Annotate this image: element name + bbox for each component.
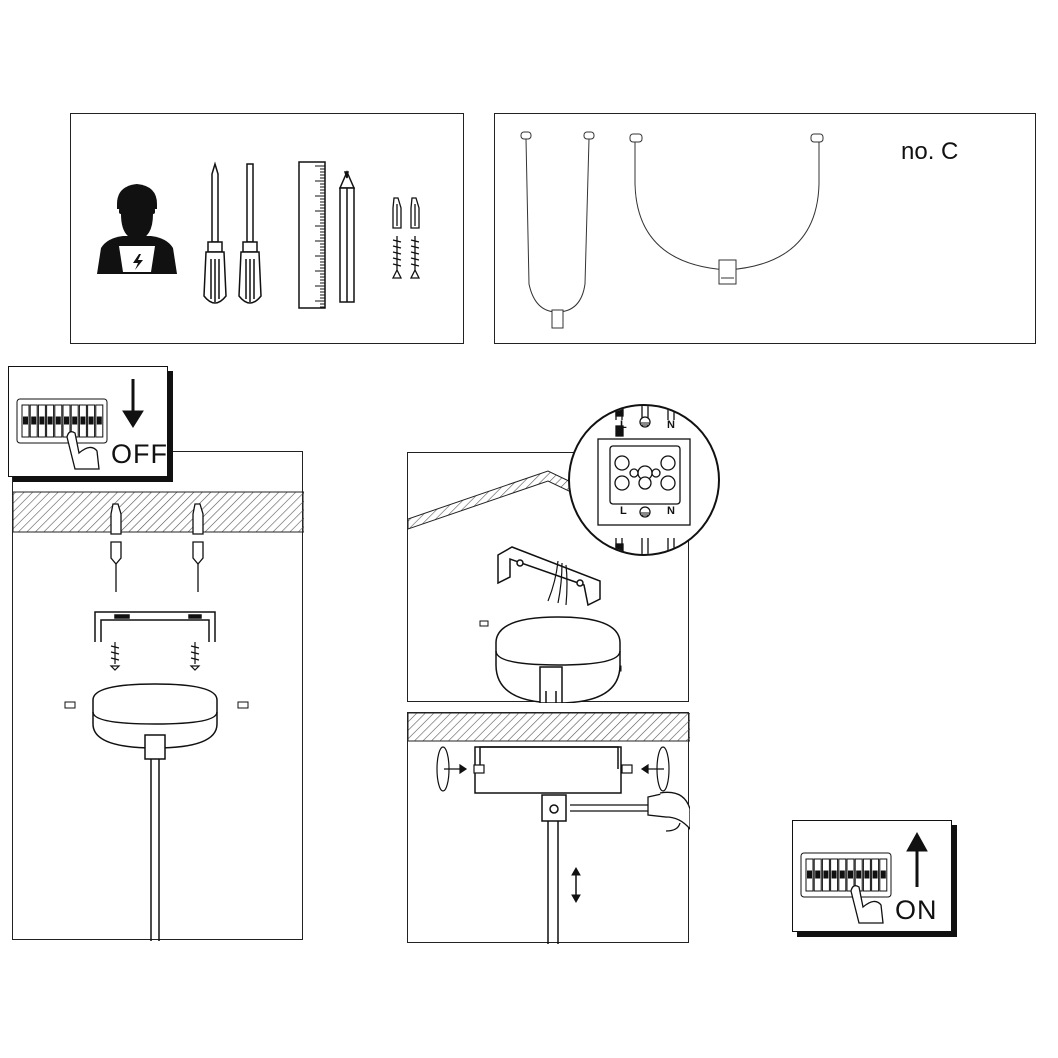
screwdriver-icon (570, 791, 690, 832)
terminal-top-label-neutral: N (667, 419, 675, 431)
pencil-icon (338, 170, 356, 303)
circuit-breaker-icon (16, 379, 144, 470)
screwdriver-icon (203, 161, 227, 304)
model-label: no. C (901, 138, 959, 165)
arrow-down-icon (122, 379, 144, 428)
side-screw-icon (64, 701, 249, 709)
power-off-badge: OFF (8, 366, 168, 477)
rotate-screw-icon (436, 746, 670, 792)
ruler-icon (298, 161, 326, 309)
height-adjust-icon (571, 866, 581, 904)
ceiling (408, 470, 574, 530)
mounting-bracket (94, 611, 216, 642)
electrician-icon (97, 184, 177, 274)
ceiling-canopy (474, 746, 622, 944)
screw-icon (391, 236, 421, 279)
mounting-illustration (13, 491, 304, 941)
arrow-up-icon (906, 831, 928, 887)
terminal-bottom-label-live: L (620, 505, 627, 517)
mounting-bracket (497, 546, 601, 607)
large-pendant-icon (629, 133, 824, 285)
ceiling-canopy (495, 616, 621, 703)
tools-illustration (97, 161, 421, 309)
power-off-label: OFF (111, 439, 168, 469)
ceiling (13, 491, 304, 533)
models-panel: no. C (494, 113, 1036, 344)
power-on-label: ON (895, 895, 938, 925)
pendant-models-illustration (520, 131, 824, 329)
fixing-illustration (408, 713, 690, 944)
small-pendant-icon (520, 131, 595, 329)
power-on-badge: ON (792, 820, 952, 932)
terminal-top-label-live: L (620, 419, 627, 431)
wall-plug-icon (392, 197, 420, 229)
supply-wires (547, 560, 568, 606)
wiring-illustration (408, 470, 622, 703)
tools-panel (70, 113, 464, 344)
circuit-breaker-icon (800, 831, 928, 924)
terminal-block-magnifier: L N L N (568, 404, 720, 556)
wall-plug-icon (110, 503, 204, 592)
screw-icon (109, 642, 201, 671)
hand-icon (66, 431, 100, 470)
terminal-block-icon (597, 406, 691, 554)
ceiling-canopy (92, 683, 218, 941)
hand-icon (850, 885, 884, 924)
mounting-panel (12, 451, 304, 941)
fixing-panel (407, 712, 690, 944)
flat-screwdriver-icon (238, 163, 262, 304)
ceiling (408, 713, 690, 742)
terminal-bottom-label-neutral: N (667, 505, 675, 517)
